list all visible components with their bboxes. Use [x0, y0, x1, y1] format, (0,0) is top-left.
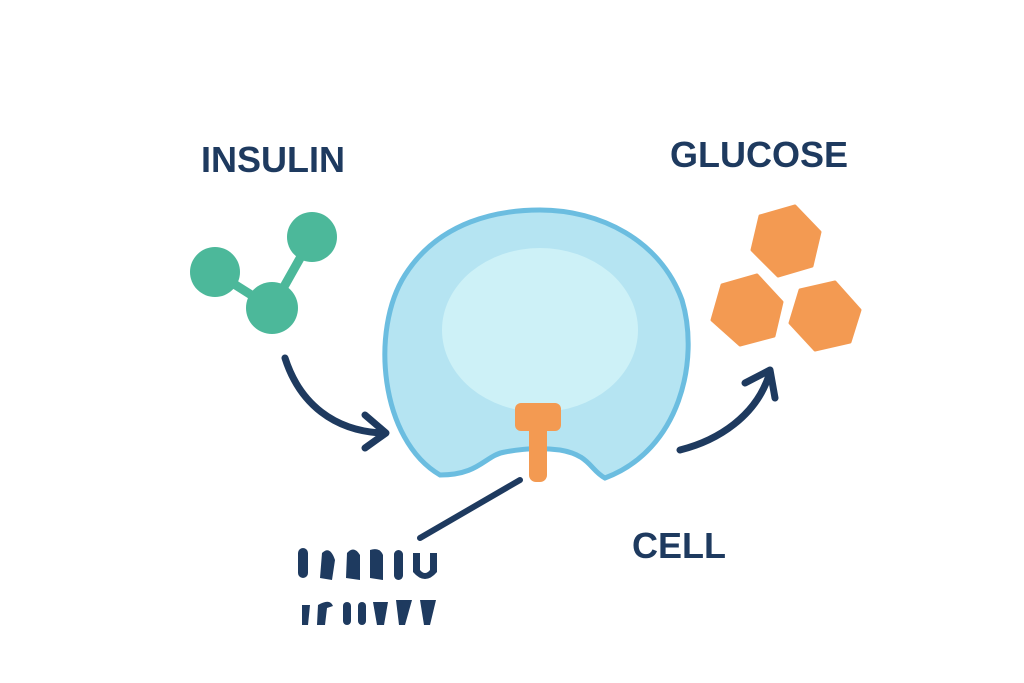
- glucose-hexagon-icon: [710, 204, 862, 352]
- insulin-label: INSULIN: [201, 139, 345, 180]
- insulin-molecule-icon: [190, 212, 337, 334]
- glucose-label: GLUCOSE: [670, 134, 848, 175]
- cell-nucleus: [442, 248, 638, 412]
- arrow-cell-to-glucose: [676, 366, 779, 454]
- illegible-text: [298, 548, 437, 625]
- cell-label: CELL: [632, 525, 726, 566]
- arrow-insulin-to-cell: [281, 354, 390, 452]
- receptor-icon: [515, 403, 561, 482]
- pointer-line: [417, 477, 523, 541]
